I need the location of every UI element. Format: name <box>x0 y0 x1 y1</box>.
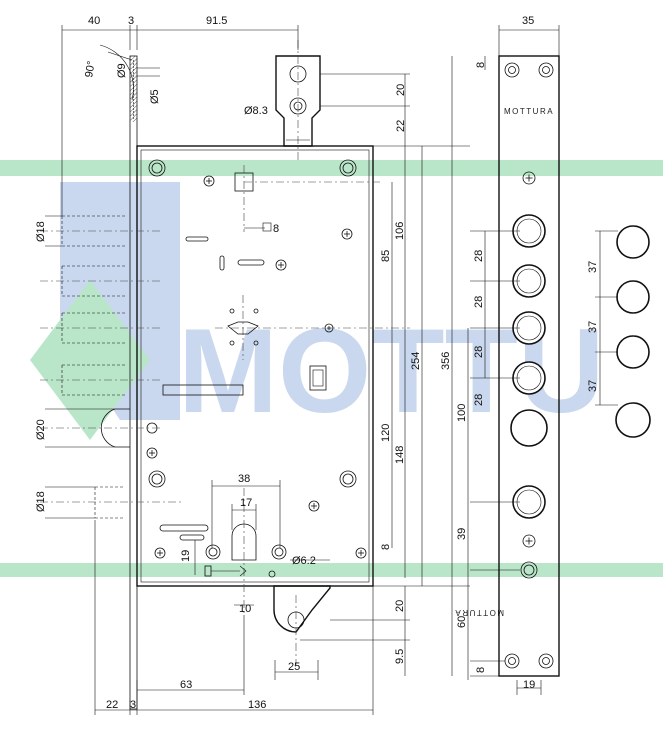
watermark-band-top <box>0 160 663 176</box>
dimension-labels: 40 3 91.5 35 90° Ø9 Ø5 Ø8.3 20 22 8 8 Ø1… <box>35 15 599 711</box>
bolt-4 <box>40 364 160 396</box>
bolt-2 <box>40 265 160 297</box>
dim-63: 63 <box>180 679 192 691</box>
dim-28-d: 28 <box>473 394 485 406</box>
dim-85: 85 <box>380 250 392 262</box>
dim-dia-5: Ø5 <box>149 89 161 104</box>
central-mechanism <box>215 295 410 360</box>
corner-screws <box>148 159 357 488</box>
dim-dia-18-a: Ø18 <box>35 221 47 242</box>
dim-20-top: 20 <box>395 84 407 96</box>
dim-top-40: 40 <box>88 15 100 27</box>
bolts <box>40 215 182 519</box>
dim-8-mid: 8 <box>380 544 392 550</box>
dim-angle-90: 90° <box>83 60 98 78</box>
brand-label-top: MOTTURA <box>504 107 554 116</box>
dim-38: 38 <box>238 473 250 485</box>
dim-dia-18-b: Ø18 <box>35 491 47 512</box>
bolt-lower <box>40 486 182 519</box>
plate-top-screws <box>504 62 554 78</box>
dim-8-top: 8 <box>475 62 487 68</box>
dim-148: 148 <box>394 446 406 464</box>
dim-37-a: 37 <box>587 261 599 273</box>
bottom-strike <box>273 585 331 665</box>
top-strike <box>275 40 321 160</box>
dim-25: 25 <box>288 661 300 673</box>
lock-case <box>136 145 410 615</box>
dim-17: 17 <box>240 497 252 509</box>
bolt-3 <box>40 312 160 344</box>
dim-22-top: 22 <box>395 120 407 132</box>
latch <box>40 408 162 448</box>
dim-3-bottom: 3 <box>130 699 136 711</box>
dim-100: 100 <box>456 404 468 422</box>
dim-37-c: 37 <box>587 380 599 392</box>
dim-39: 39 <box>456 528 468 540</box>
dim-top-3: 3 <box>128 15 134 27</box>
dim-120: 120 <box>380 424 392 442</box>
dim-22-bottom: 22 <box>106 699 118 711</box>
dim-square-8: 8 <box>273 223 279 235</box>
dim-60: 60 <box>456 616 468 628</box>
watermark-logo-diamond <box>30 280 150 440</box>
bolt-1 <box>40 215 160 247</box>
dim-dia-9: Ø9 <box>116 63 128 78</box>
round-bolts <box>595 225 651 438</box>
dim-8-bottom: 8 <box>475 667 487 673</box>
watermark: MOTTU <box>0 160 663 577</box>
dim-20-bottom: 20 <box>394 600 406 612</box>
dim-28-b: 28 <box>473 296 485 308</box>
dim-254: 254 <box>410 352 422 370</box>
cylinder-cutout <box>204 488 287 615</box>
dim-106: 106 <box>394 222 406 240</box>
dim-dia-8-3: Ø8.3 <box>244 105 268 117</box>
dim-28-a: 28 <box>473 250 485 262</box>
dim-top-35: 35 <box>522 15 534 27</box>
dim-9-5: 9.5 <box>394 649 406 664</box>
brand-label-bottom: MOTTURA <box>454 608 504 617</box>
plate-bolt-holes <box>510 214 548 519</box>
dim-136: 136 <box>248 699 266 711</box>
angle-detail <box>99 44 160 101</box>
dim-top-91-5: 91.5 <box>206 15 227 27</box>
plate-bottom-screws <box>504 653 554 669</box>
dim-356: 356 <box>440 352 452 370</box>
dim-19-bottom: 19 <box>523 679 535 691</box>
dim-lines <box>45 25 470 715</box>
dim-19: 19 <box>180 550 192 562</box>
strike-plate: MOTTURA MOTTURA <box>454 25 560 695</box>
cross-screws <box>146 175 367 559</box>
watermark-band-bottom <box>0 563 663 577</box>
dim-dia-6-2: Ø6.2 <box>292 555 316 567</box>
dim-28-c: 28 <box>473 346 485 358</box>
dim-37-b: 37 <box>587 321 599 333</box>
dim-dia-20: Ø20 <box>35 419 47 440</box>
dim-10: 10 <box>239 603 251 615</box>
